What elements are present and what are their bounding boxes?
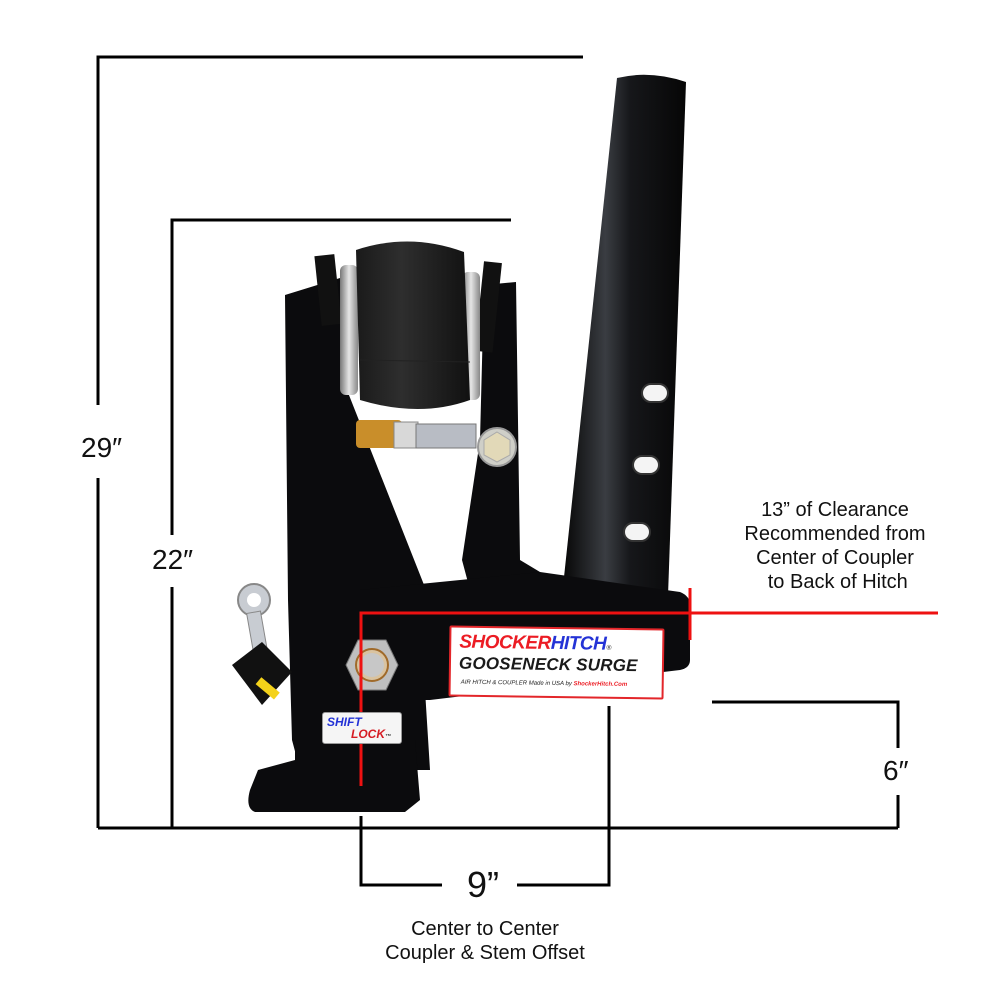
stem-hole-3 [623,522,651,542]
body-height-label: 22″ [152,544,194,575]
stem-hole-1 [641,383,669,403]
product-decal: SHOCKERHITCH® GOOSENECK SURGE AIR HITCH … [448,625,665,700]
brand-url: ShockerHitch.Com [573,681,628,688]
clearance-note: 13” of Clearance Recommended from Center… [744,499,926,593]
air-bellow [314,241,502,409]
dimension-bracket-29 [96,55,583,828]
stem-height-label: 6″ [883,755,909,786]
stem-tube [562,74,686,597]
product-tagline: AIR HITCH & COUPLER Made in USA by Shock… [460,679,628,688]
offset-label: 9” [467,864,500,905]
latch-handle [232,583,292,705]
frame-bolt [477,427,517,467]
coupler-nut [345,639,399,691]
stem-hole-2 [632,455,660,475]
dimension-bracket-6 [712,700,900,828]
dimension-bracket-9 [359,706,611,887]
dimension-bracket-22 [170,218,511,828]
shift-lock-decal: SHIFT LOCK™ [322,712,402,744]
brand-logo: SHOCKERHITCH® [459,631,612,655]
overall-height-label: 29″ [81,432,123,463]
offset-caption: Center to Center Coupler & Stem Offset [385,918,585,964]
product-model: GOOSENECK SURGE [458,653,638,676]
brass-fitting [356,420,477,449]
